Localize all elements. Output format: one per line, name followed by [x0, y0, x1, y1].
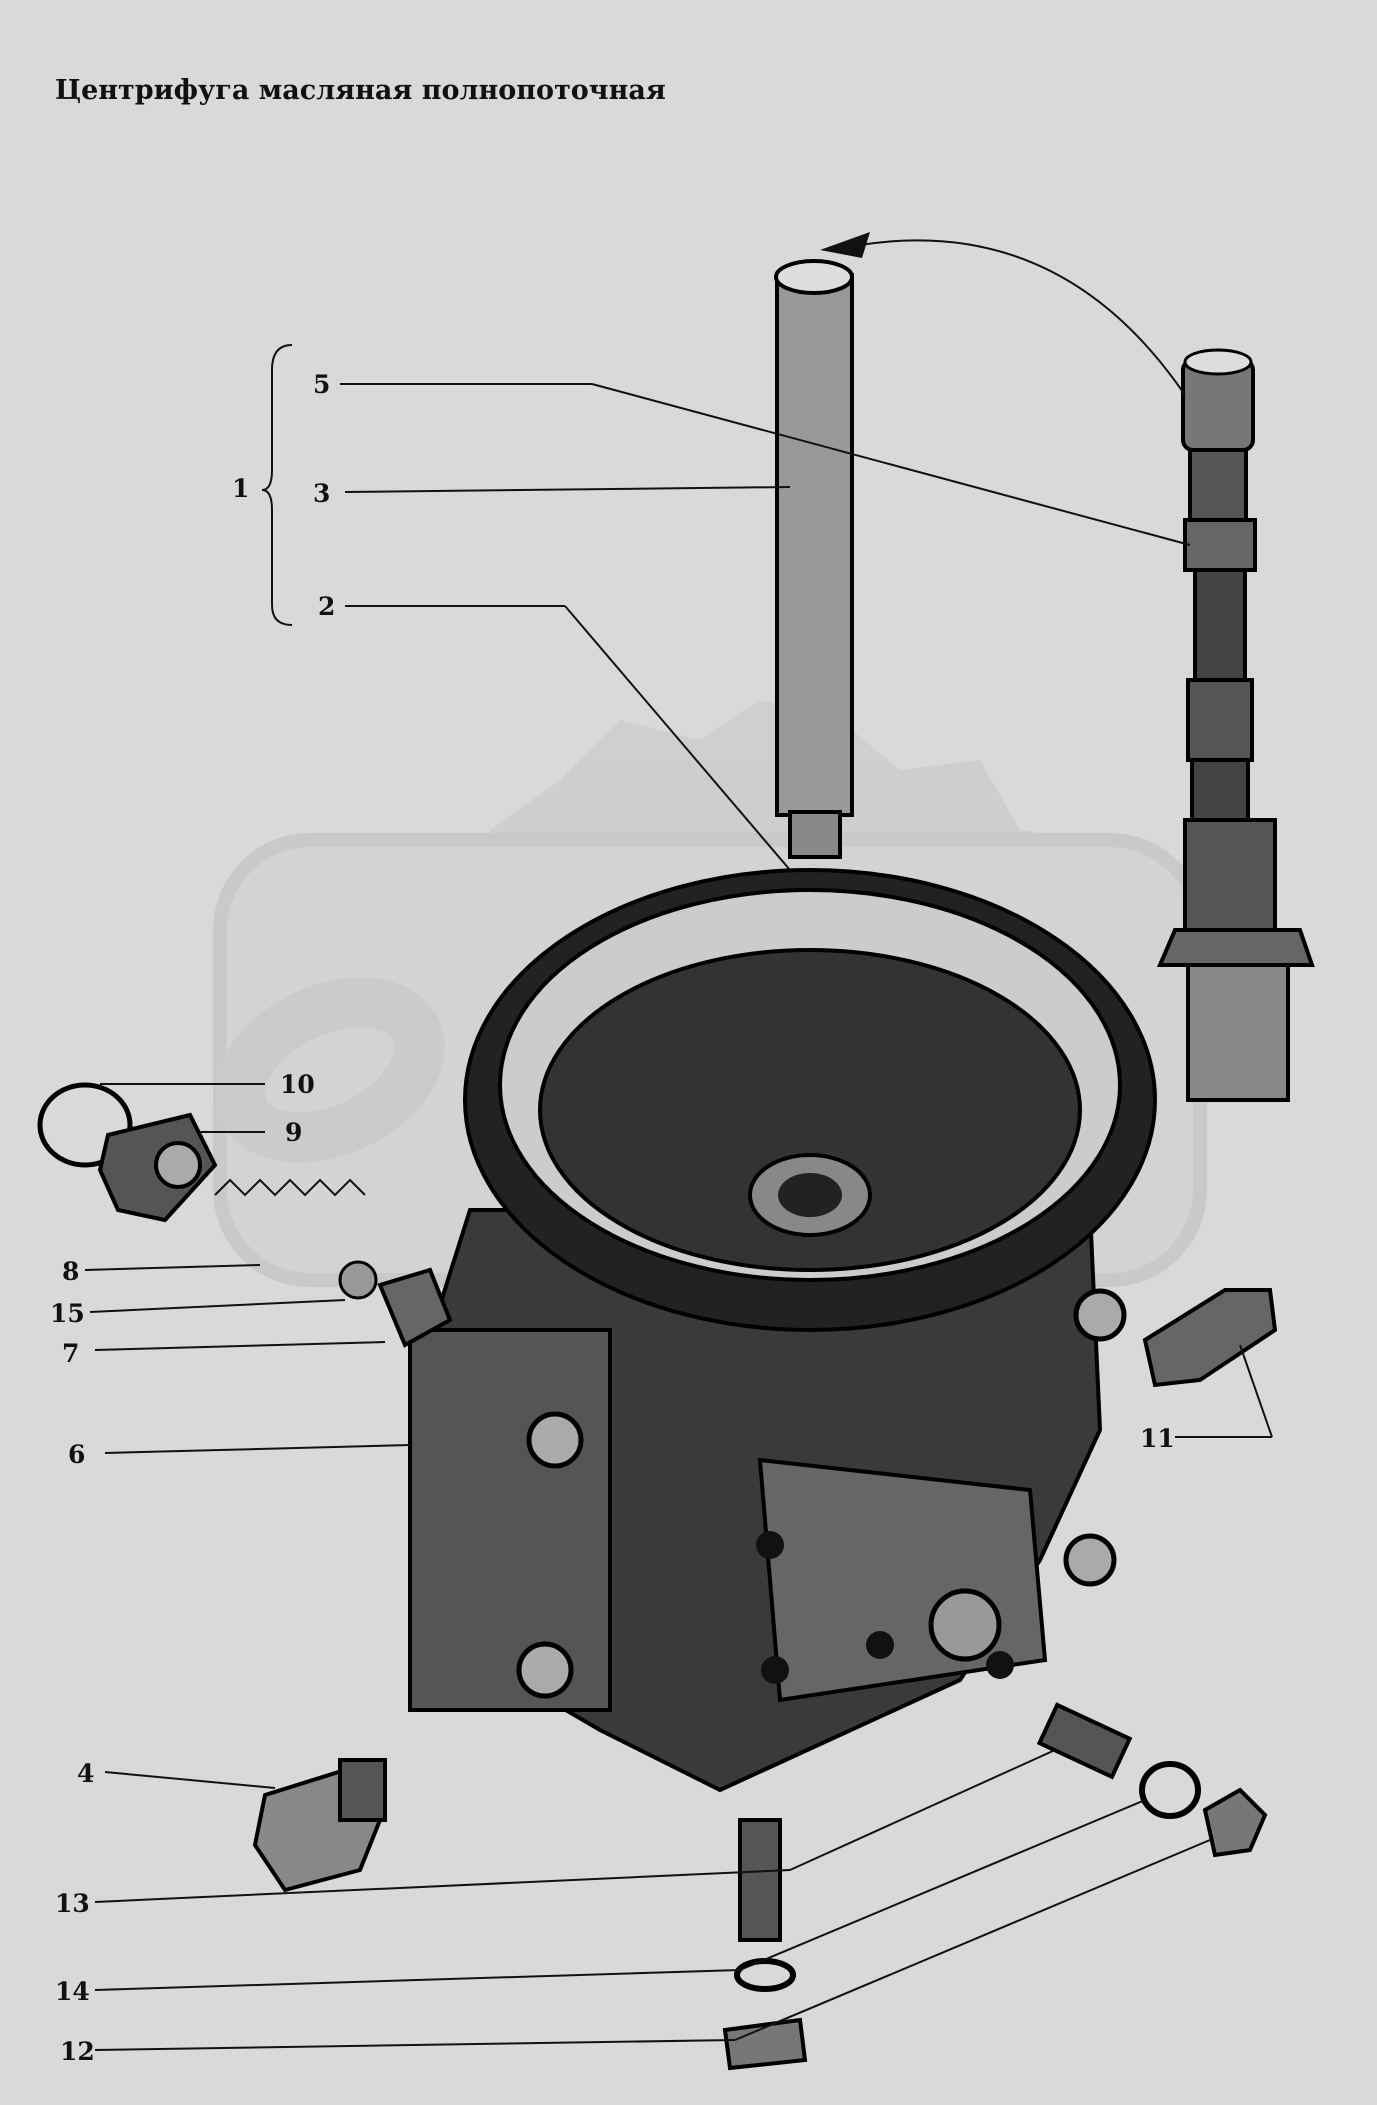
label-13: 13 — [55, 1889, 90, 1918]
label-11: 11 — [1140, 1424, 1175, 1453]
label-12: 12 — [60, 2037, 95, 2066]
label-1: 1 — [232, 474, 249, 503]
small-parts-left — [37, 1082, 453, 1348]
label-2: 2 — [318, 592, 335, 621]
leader-lines — [84, 383, 1273, 2051]
assembly-arrow — [859, 239, 1186, 396]
label-9: 9 — [285, 1118, 302, 1147]
label-5: 5 — [313, 370, 330, 399]
group-bracket — [261, 344, 293, 626]
label-7: 7 — [62, 1339, 79, 1368]
part-8-spring — [214, 1178, 366, 1197]
part-13-stud-upper — [1036, 1702, 1133, 1780]
label-10: 10 — [280, 1070, 315, 1099]
part-14-washer-lower — [734, 1958, 796, 1992]
part-15-ball — [338, 1260, 378, 1300]
fasteners-bottom — [722, 1702, 1268, 2071]
part-5-shaft — [1156, 348, 1315, 1102]
label-6: 6 — [68, 1440, 85, 1469]
part-12-nut-upper — [1202, 1787, 1268, 1858]
label-14: 14 — [55, 1977, 90, 2006]
part-10-snap-ring — [37, 1082, 133, 1168]
part-2-ring — [463, 868, 1157, 1332]
part-6-housing — [407, 1208, 1127, 1793]
part-3-tube — [774, 259, 854, 859]
part-13-stud-lower — [738, 1818, 782, 1942]
diagram-title: Центрифуга масляная полнопоточная — [55, 75, 666, 106]
part-7-bushing — [377, 1267, 453, 1348]
part-4-plug — [252, 1758, 387, 1893]
label-3: 3 — [313, 479, 330, 508]
label-4: 4 — [77, 1759, 94, 1788]
label-8: 8 — [62, 1257, 79, 1286]
part-14-washer-upper — [1139, 1761, 1201, 1819]
part-11-fitting — [1142, 1288, 1278, 1388]
label-15: 15 — [50, 1299, 85, 1328]
arrow-head-icon — [820, 232, 870, 258]
